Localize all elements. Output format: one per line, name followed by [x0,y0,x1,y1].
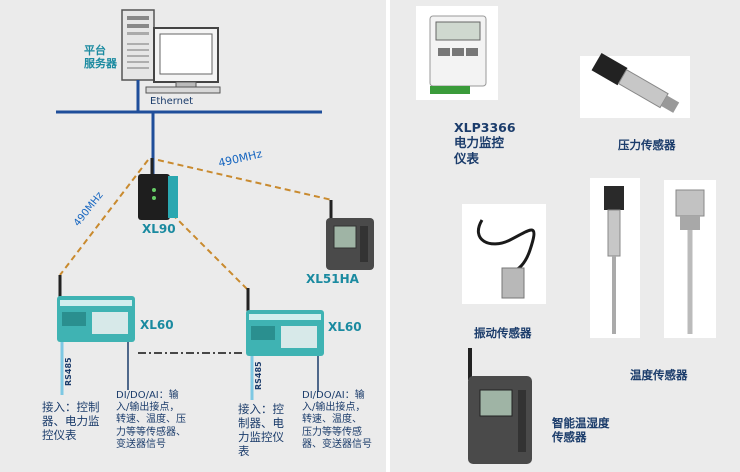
io-text-1: DI/DO/AI：输 入/输出接点， 转速、温度、压 力等等传感器、 变送器信号 [116,390,186,450]
rs485-label-1: RS485 [64,357,73,386]
xl60-label-1: XL60 [140,318,174,332]
vibration-sensor-label: 振动传感器 [474,326,532,340]
pressure-sensor-label: 压力传感器 [618,138,676,152]
monitor-icon [145,27,221,94]
xl60-unit-1-icon [57,275,135,342]
temperature-sensor-label: 温度传感器 [630,368,688,382]
xl60-unit-2-icon [246,288,324,356]
ethernet-label: Ethernet [150,96,194,107]
sensor-catalog-panel: XLP3366 电力监控 仪表 压力传感器 振动传感器 温度传感器 智能温湿度 … [390,0,740,472]
server-label: 平台 服务器 [84,44,117,71]
sensor-graphics [416,6,716,464]
humidity-sensor-label: 智能温湿度 传感器 [552,416,610,445]
meter-label: XLP3366 电力监控 仪表 [454,120,516,166]
vibration-sensor-icon [462,204,546,304]
network-topology-panel: 平台 服务器 Ethernet 490MHz 490MHz XL90 XL51H… [0,0,386,472]
radio-links [59,159,333,291]
io-text-2: DI/DO/AI：输 入/输出接点， 转速、温度、 压力等等传感 器、变送器信号 [302,390,372,450]
server-tower-icon [121,9,155,81]
humidity-sensor-icon [468,348,532,464]
temperature-sensor-2-icon [664,180,716,338]
xl60-label-2: XL60 [328,320,362,334]
rs485-label-2: RS485 [254,361,263,390]
pressure-sensor-icon [580,52,690,118]
temperature-sensor-1-icon [590,178,640,338]
xl51ha-node-icon [326,200,374,270]
xl90-gateway-icon [138,158,178,220]
xl51ha-label: XL51HA [306,272,359,286]
access-text-1: 接入：控制 器、电力监 控仪表 [42,400,100,443]
xl90-label: XL90 [142,222,176,236]
xlp3366-meter-icon [416,6,498,100]
topology-graphics [56,9,374,400]
access-text-2: 接入：控 制器、电 力监控仪 表 [238,402,284,459]
